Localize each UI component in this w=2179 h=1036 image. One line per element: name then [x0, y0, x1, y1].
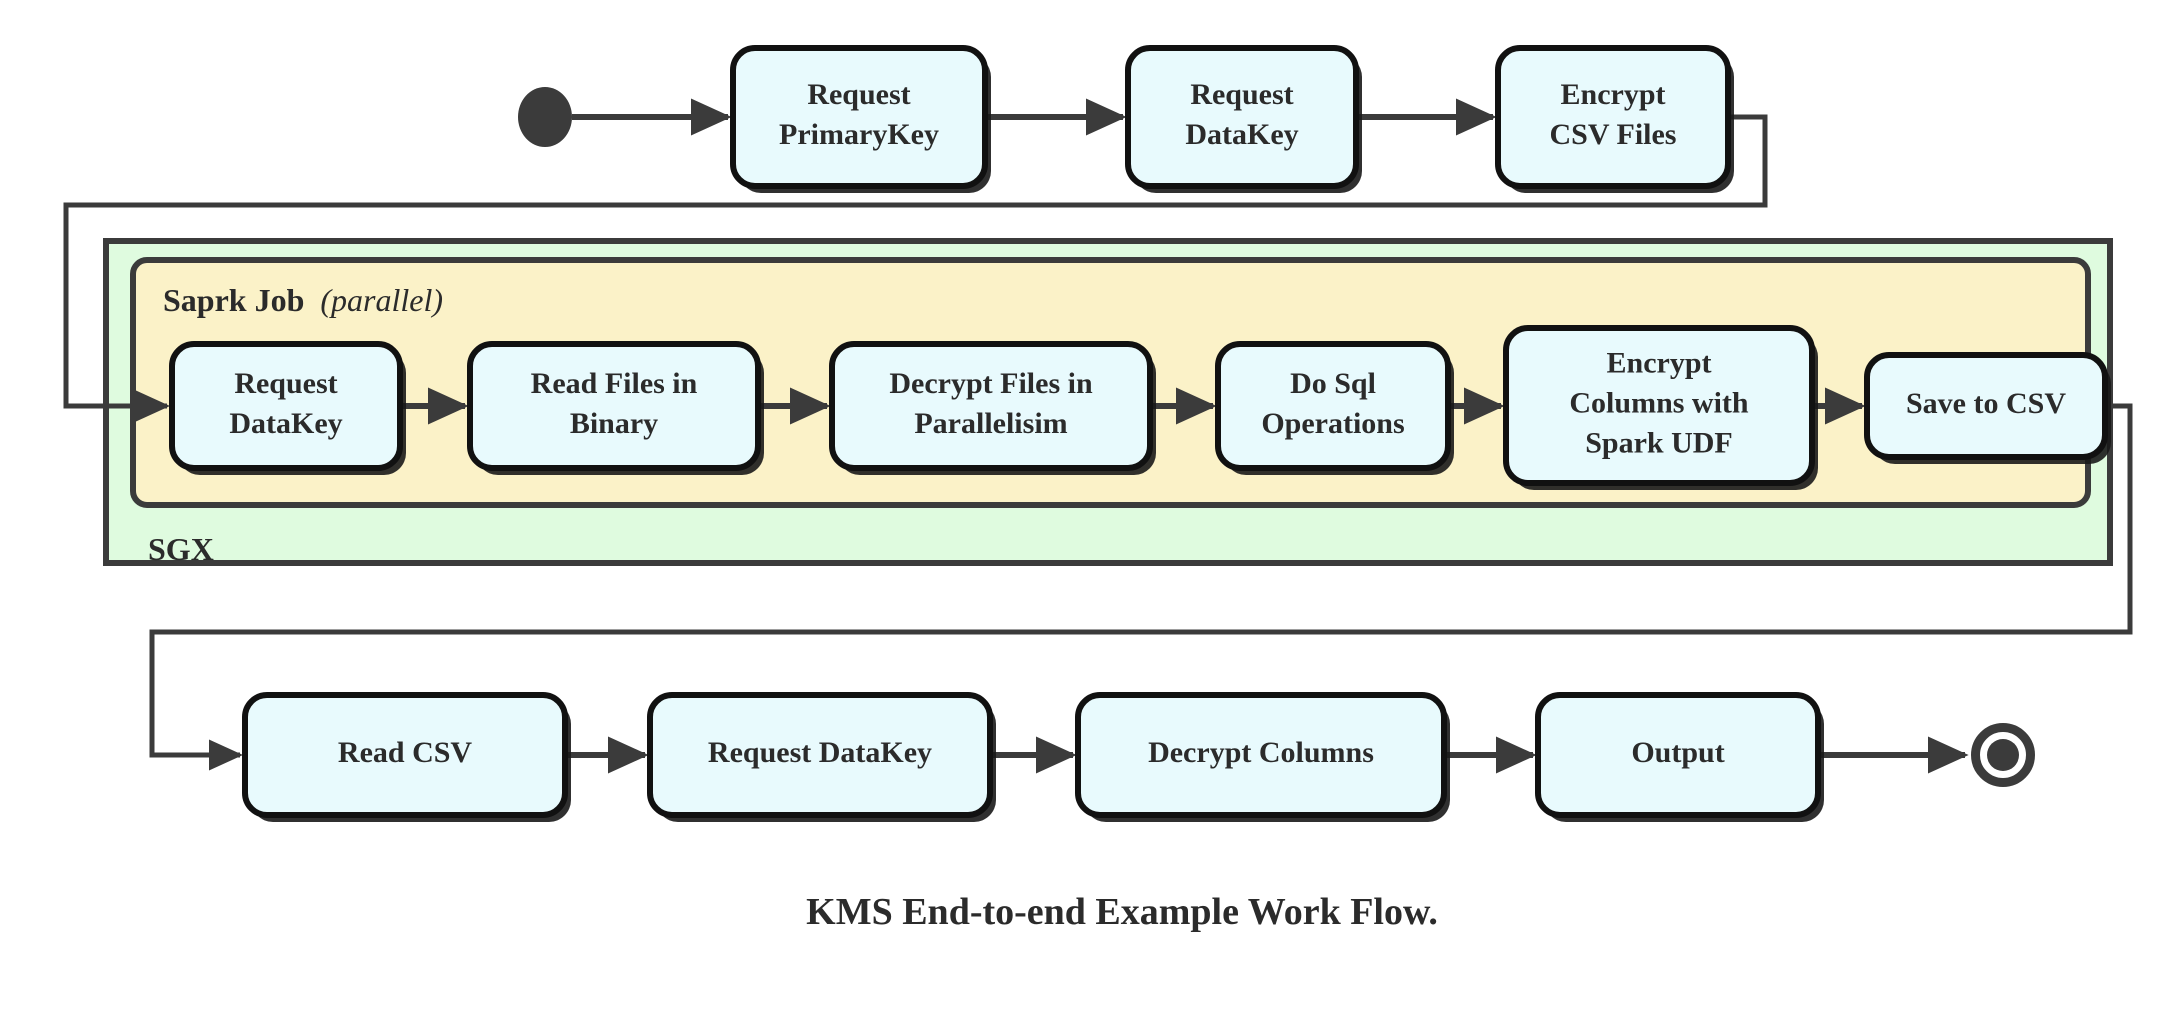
node-request-primarykey-label: Request: [807, 78, 910, 111]
node-encrypt-columns-with-spark-udf-label: Encrypt: [1607, 346, 1712, 379]
node-request-datakey-top-label: Request: [1190, 78, 1293, 111]
node-output-label: Output: [1631, 736, 1724, 769]
start-node-circle: [518, 87, 572, 147]
node-decrypt-columns-box[interactable]: [1075, 692, 1447, 818]
node-save-to-csv-label: Save to CSV: [1906, 387, 2066, 420]
node-request-datakey-spark-label: DataKey: [229, 407, 342, 440]
node-read-csv-box[interactable]: [242, 692, 568, 818]
node-decrypt-files-in-parallelisim-label: Decrypt Files in: [889, 367, 1093, 400]
node-read-files-in-binary-label: Read Files in: [531, 367, 698, 400]
node-request-primarykey-box[interactable]: [730, 45, 988, 189]
node-read-csv-label: Read CSV: [338, 736, 473, 769]
node-save-to-csv[interactable]: Save to CSV: [1864, 352, 2111, 464]
diagram-caption: KMS End-to-end Example Work Flow.: [806, 891, 1438, 933]
edge-save-csv-to-read-csv: [149, 403, 2133, 771]
node-read-files-in-binary[interactable]: Read Files in Binary: [467, 341, 764, 475]
node-request-datakey-bottom[interactable]: Request DataKey: [647, 692, 996, 822]
node-read-csv[interactable]: Read CSV: [242, 692, 571, 822]
node-encrypt-csv-files-label: CSV Files: [1550, 118, 1677, 151]
node-decrypt-files-in-parallelisim-label: Parallelisim: [914, 407, 1067, 440]
node-encrypt-columns-with-spark-udf-label: Columns with: [1569, 386, 1749, 419]
group-sgx-title-main: SGX: [148, 531, 214, 567]
node-do-sql-operations-label: Do Sql: [1290, 367, 1376, 400]
node-decrypt-files-in-parallelisim-box[interactable]: [829, 341, 1153, 471]
node-decrypt-files-in-parallelisim[interactable]: Decrypt Files in Parallelisim: [829, 341, 1156, 475]
node-request-datakey-bottom-box[interactable]: [647, 692, 993, 818]
node-decrypt-columns[interactable]: Decrypt Columns: [1075, 692, 1450, 822]
edge-encrypt-csv-to-spark-request-datakey: [63, 114, 1768, 422]
node-do-sql-operations-box[interactable]: [1215, 341, 1451, 471]
group-sgx-title: SGX: [148, 531, 214, 567]
node-request-datakey-top-box[interactable]: [1125, 45, 1359, 189]
node-output-box[interactable]: [1535, 692, 1821, 818]
end-node: [1971, 723, 2035, 787]
node-output[interactable]: Output: [1535, 692, 1824, 822]
node-request-datakey-bottom-label: Request DataKey: [708, 736, 932, 769]
flow-connectors: [63, 98, 2133, 774]
group-spark-title-suffix: (parallel): [320, 282, 443, 318]
end-node-dot: [1987, 739, 2019, 771]
start-node: [518, 87, 572, 147]
end-node-ring: [1971, 723, 2035, 787]
node-save-to-csv-box[interactable]: [1864, 352, 2108, 460]
node-encrypt-columns-with-spark-udf-label: Spark UDF: [1585, 426, 1733, 459]
node-request-primarykey-label: PrimaryKey: [779, 118, 939, 151]
group-titles: SGX Saprk Job (parallel): [148, 282, 443, 567]
node-request-datakey-spark-box[interactable]: [169, 341, 403, 471]
flow-terminators: [518, 87, 2035, 787]
group-spark-title: Saprk Job (parallel): [163, 282, 443, 318]
node-encrypt-csv-files-label: Encrypt: [1561, 78, 1666, 111]
flow-row-row-bottom: Read CSV Request DataKey Decrypt Columns Ou…: [242, 692, 1824, 822]
node-request-datakey-top-label: DataKey: [1185, 118, 1298, 151]
group-spark-title-main: Saprk Job: [163, 282, 304, 318]
node-decrypt-columns-label: Decrypt Columns: [1148, 736, 1374, 769]
node-request-datakey-spark-label: Request: [234, 367, 337, 400]
flow-row-row-top: RequestPrimaryKeyRequestDataKeyEncryptCS…: [730, 45, 1734, 193]
node-encrypt-columns-with-spark-udf-box[interactable]: [1503, 325, 1815, 486]
node-encrypt-csv-files-box[interactable]: [1495, 45, 1731, 189]
node-read-files-in-binary-box[interactable]: [467, 341, 761, 471]
node-do-sql-operations-label: Operations: [1261, 407, 1404, 440]
node-read-files-in-binary-label: Binary: [570, 407, 658, 440]
flow-nodes: RequestPrimaryKeyRequestDataKeyEncryptCS…: [169, 45, 2111, 822]
